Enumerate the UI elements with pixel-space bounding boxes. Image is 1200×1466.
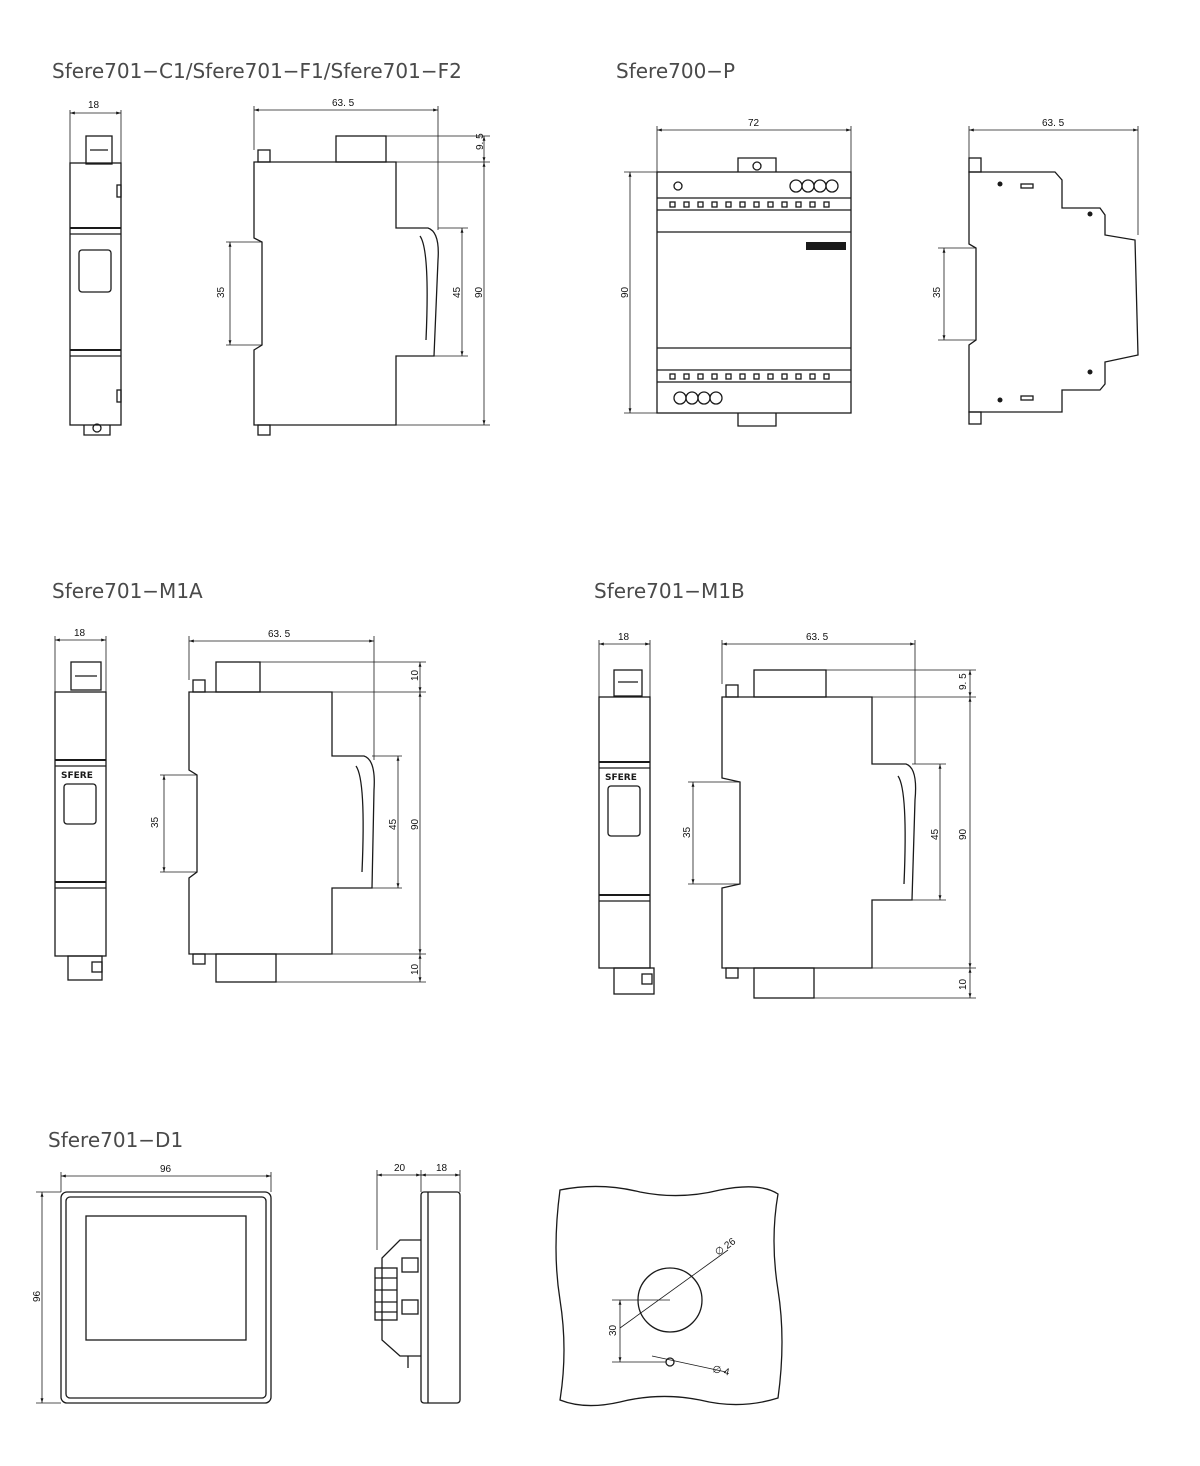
title-sfere700-p: Sfere700−P xyxy=(616,59,735,83)
dim-d1-height: 96 xyxy=(32,1290,43,1302)
dim-m1a-front-height: 45 xyxy=(388,818,399,830)
dim-c1-rail: 35 xyxy=(216,286,227,298)
p-front-view: 72 xyxy=(620,118,852,427)
dim-d1-width: 96 xyxy=(160,1164,172,1175)
dim-p-depth: 63. 5 xyxy=(1042,118,1065,129)
dim-m1a-depth: 63. 5 xyxy=(268,629,291,640)
dim-m1b-front-height: 45 xyxy=(930,828,941,840)
dim-m1b-bottom-clearance: 10 xyxy=(958,978,969,990)
d1-front-view: 96 96 xyxy=(32,1164,272,1404)
dim-m1b-depth: 63. 5 xyxy=(806,632,829,643)
dim-m1a-width: 18 xyxy=(74,628,86,639)
dim-c1-width: 18 xyxy=(88,100,100,111)
d1-side-view: 20 18 xyxy=(374,1163,461,1404)
p-side-view: 63. 5 35 xyxy=(932,118,1139,425)
dim-c1-top-clearance: 9. 5 xyxy=(475,133,486,150)
d1-cutout-view: ∅ 26 ∅ 4 30 xyxy=(555,1185,783,1407)
dim-c1-depth: 63. 5 xyxy=(332,98,355,109)
m1b-front-view: 18 SFERE xyxy=(598,632,655,995)
dim-d1-back-depth: 20 xyxy=(394,1163,406,1174)
brand-label-m1b: SFERE xyxy=(605,773,637,783)
dim-p-width: 72 xyxy=(748,118,760,129)
dim-d1-front-depth: 18 xyxy=(436,1163,448,1174)
dim-m1b-height: 90 xyxy=(958,828,969,840)
dim-cutout-diameter: ∅ 26 xyxy=(713,1236,738,1258)
dim-c1-height: 90 xyxy=(474,286,485,298)
title-d1: Sfere701−D1 xyxy=(48,1128,183,1152)
dim-m1a-bottom-clearance: 10 xyxy=(410,963,421,975)
dim-c1-front-height: 45 xyxy=(452,286,463,298)
dim-p-height: 90 xyxy=(620,286,631,298)
title-m1a: Sfere701−M1A xyxy=(52,579,203,603)
dim-m1a-top-clearance: 10 xyxy=(410,669,421,681)
dim-pin-diameter: ∅ 4 xyxy=(711,1364,730,1378)
m1a-side-view: 63. 5 10 35 45 90 10 xyxy=(150,629,426,983)
dim-m1a-height: 90 xyxy=(410,818,421,830)
c1-front-view: 18 xyxy=(69,100,122,436)
m1b-side-view: 63. 5 9. 5 35 45 90 10 xyxy=(682,632,976,999)
dim-cutout-offset: 30 xyxy=(608,1324,619,1336)
dim-m1b-rail: 35 xyxy=(682,826,693,838)
brand-label-m1a: SFERE xyxy=(61,771,93,781)
dim-m1a-rail: 35 xyxy=(150,816,161,828)
c1-side-view: 63. 5 9. 5 35 45 90 xyxy=(216,98,490,436)
dim-p-rail: 35 xyxy=(932,286,943,298)
title-m1b: Sfere701−M1B xyxy=(594,579,745,603)
m1a-front-view: 18 SFERE xyxy=(54,628,107,981)
title-c1-f1-f2: Sfere701−C1/Sfere701−F1/Sfere701−F2 xyxy=(52,59,462,83)
dim-m1b-top-clearance: 9. 5 xyxy=(958,673,969,690)
dim-m1b-width: 18 xyxy=(618,632,630,643)
